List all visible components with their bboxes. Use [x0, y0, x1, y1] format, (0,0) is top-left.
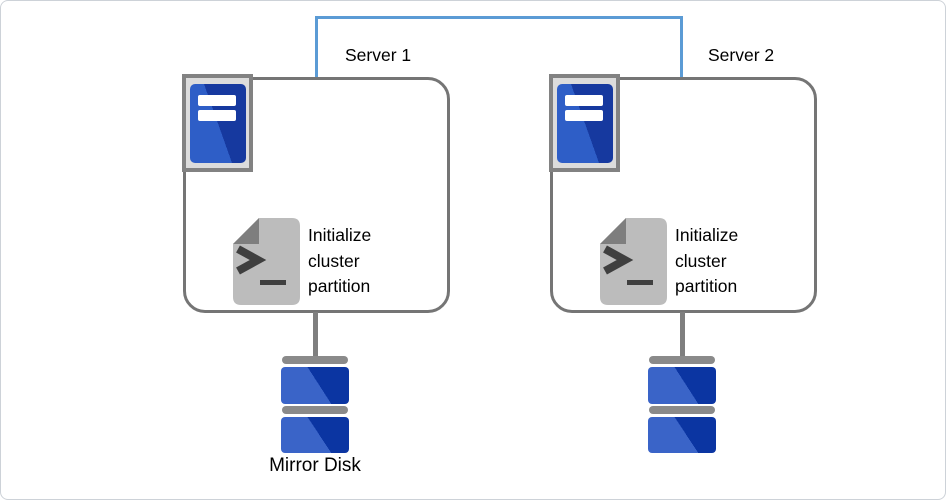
prompt-underscore-icon — [260, 280, 286, 285]
disk-icon — [648, 356, 716, 453]
script-icon — [233, 218, 300, 305]
prompt-underscore-icon — [627, 280, 653, 285]
server-icon — [556, 83, 613, 163]
server-1-step-label: Initialize cluster partition — [308, 225, 372, 296]
prompt-chevron-icon — [603, 245, 634, 275]
interconnect-line — [315, 16, 683, 77]
server-2-label: Server 2 — [708, 45, 775, 65]
server-icon — [189, 83, 246, 163]
mirror-disk-label: Mirror Disk — [269, 455, 361, 476]
server-1-label: Server 1 — [345, 45, 412, 65]
prompt-chevron-icon — [236, 245, 267, 275]
server-2-disk-connector — [680, 312, 685, 358]
server-2-icon-frame — [549, 74, 620, 172]
mirror-disk-icon — [281, 356, 349, 453]
server-1-icon-frame — [182, 74, 253, 172]
server-1-disk-connector — [313, 312, 318, 358]
server-2-step-label: Initialize cluster partition — [675, 225, 739, 296]
script-icon — [600, 218, 667, 305]
